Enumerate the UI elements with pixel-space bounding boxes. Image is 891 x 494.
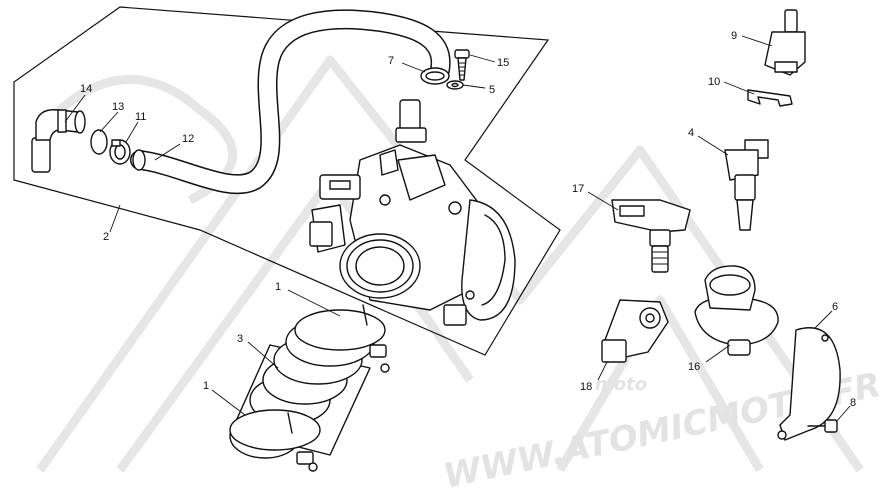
callout-10: 10 — [708, 76, 720, 88]
lower-clamp-part — [229, 409, 321, 472]
upper-clamp-part — [294, 304, 390, 373]
callout-labels: 14 13 11 12 2 7 15 5 1 3 1 9 10 4 17 16 … — [80, 30, 856, 409]
assembly-frame — [13, 6, 561, 356]
callout-15: 15 — [497, 57, 509, 69]
callout-13: 13 — [112, 101, 124, 113]
callout-6: 6 — [832, 301, 838, 313]
callout-3: 3 — [237, 333, 243, 345]
watermark-brand: moto — [595, 374, 647, 395]
washer-part — [446, 80, 464, 90]
callout-11: 11 — [135, 111, 146, 123]
callout-14: 14 — [80, 83, 92, 95]
screw-part — [454, 49, 470, 81]
fuel-injector-part — [724, 139, 769, 231]
retaining-clip-part — [747, 89, 793, 107]
callout-7: 7 — [388, 55, 394, 67]
cover-part — [777, 327, 841, 441]
callout-8: 8 — [850, 397, 856, 409]
callout-17: 17 — [572, 183, 584, 195]
map-sensor-part — [611, 199, 691, 273]
leader-lines — [64, 35, 851, 423]
elbow-connector-part — [31, 109, 86, 173]
o-ring-part — [90, 129, 108, 155]
hose-clip-part — [109, 139, 131, 165]
fuel-connector-part — [764, 9, 806, 76]
callout-1-lower: 1 — [203, 380, 209, 392]
callout-4: 4 — [688, 127, 694, 139]
callout-1-upper: 1 — [275, 281, 281, 293]
bolt-part — [807, 419, 838, 433]
callout-18: 18 — [580, 381, 592, 393]
callout-9: 9 — [731, 30, 737, 42]
throttle-position-sensor-part — [601, 299, 669, 363]
callout-12: 12 — [182, 133, 194, 145]
callout-16: 16 — [688, 361, 700, 373]
idle-valve-part — [694, 265, 779, 356]
callout-5: 5 — [489, 84, 495, 96]
band-clamp-part — [420, 67, 450, 85]
callout-2: 2 — [103, 231, 109, 243]
throttle-body-part — [309, 99, 516, 326]
